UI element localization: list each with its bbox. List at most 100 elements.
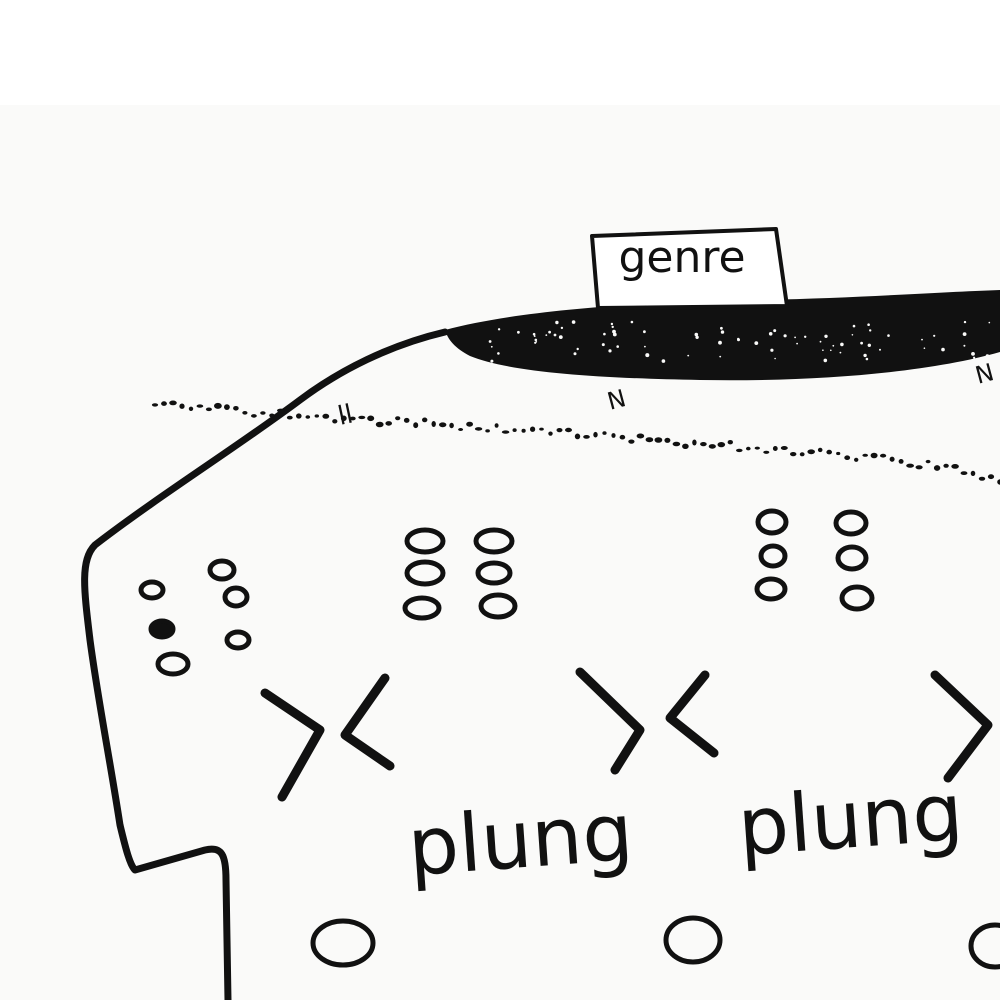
collar-speckle: [867, 343, 871, 347]
stitch-dot: [358, 415, 366, 420]
bottom-circles: [310, 915, 1000, 970]
pattern-circle: [839, 584, 875, 612]
chevron-right-2: [575, 667, 645, 775]
stitch-dot: [169, 400, 177, 406]
stitch-dot: [836, 451, 841, 456]
stitch-dot: [196, 404, 204, 408]
collar-speckle: [962, 332, 967, 336]
collar-speckle: [768, 332, 773, 336]
pattern-circle: [207, 558, 237, 582]
stitch-dot: [987, 474, 995, 480]
stitch-dot: [205, 407, 212, 412]
circle-pattern: [138, 508, 875, 677]
collar-speckle: [490, 359, 494, 363]
stitch-dot: [960, 471, 968, 475]
tick-mark-right: N: [972, 358, 997, 390]
bottom-circle-2: [663, 915, 723, 965]
genre-label: genre: [618, 232, 745, 283]
stitch-dot: [933, 465, 941, 471]
collar-speckle: [630, 320, 634, 324]
stitch-dot: [602, 431, 607, 435]
stitch-dot: [260, 411, 266, 415]
collar-band: [445, 290, 1000, 381]
stitch-dot: [746, 446, 751, 451]
collar-speckle: [645, 353, 650, 358]
stitch-dot: [332, 419, 338, 424]
collar-speckle: [497, 352, 500, 355]
genre-tag: [590, 227, 789, 310]
stitch-dot: [403, 417, 410, 423]
collar-speckle: [804, 335, 807, 338]
collar-speckle: [490, 345, 493, 348]
stitch-dot: [854, 457, 859, 462]
collar-speckle: [971, 352, 975, 356]
stitch-dot: [556, 428, 563, 433]
pattern-circle: [404, 559, 446, 587]
stitch-dot: [672, 441, 681, 447]
stitch-dot: [826, 449, 832, 455]
chevron-right-1: [260, 688, 325, 802]
pattern-circle: [402, 595, 442, 621]
stitch-dot: [889, 456, 895, 462]
stitch-dot: [925, 459, 931, 464]
bottom-circle-3: [968, 922, 1000, 970]
stitch-dot: [682, 443, 689, 449]
stitch-dot: [485, 429, 490, 433]
collar-speckle: [545, 334, 548, 336]
collar-speckle: [548, 330, 551, 334]
stitch-dot: [862, 453, 868, 457]
stitch-dot: [664, 437, 671, 443]
collar-speckle: [555, 320, 559, 325]
stitch-dot: [179, 403, 185, 409]
stitch-dots: [151, 400, 1000, 485]
collar-speckle: [754, 341, 759, 345]
stitch-dot: [269, 413, 275, 418]
stitch-dot: [422, 417, 428, 423]
pattern-circle: [833, 509, 869, 537]
stitch-dot: [943, 463, 949, 468]
stitch-dot: [305, 415, 311, 419]
collar-speckle: [644, 345, 646, 348]
collar-speckle: [611, 325, 614, 329]
collar-speckle: [823, 358, 828, 363]
stitch-dot: [708, 444, 716, 449]
collar-speckle: [612, 329, 616, 334]
stitch-dot: [951, 464, 959, 469]
collar-speckle: [488, 340, 492, 343]
stitch-dot: [474, 427, 483, 431]
collar-speckle: [612, 332, 617, 337]
collar-speckle: [573, 352, 577, 356]
collar-speckle: [852, 324, 856, 328]
collar-speckle: [963, 344, 966, 347]
collar-speckle: [973, 356, 976, 359]
collar-speckle: [720, 326, 723, 330]
stitch-dot: [494, 423, 499, 428]
stitch-dot: [997, 479, 1000, 485]
collar-speckle: [532, 332, 536, 336]
stitch-dot: [844, 455, 851, 461]
stitch-dot: [161, 401, 167, 406]
stitch-dot: [188, 406, 194, 411]
collar-speckle: [497, 328, 501, 331]
tick-mark-middle: N: [604, 384, 629, 416]
collar-speckle: [560, 326, 564, 330]
collar-speckle: [603, 332, 606, 336]
plung-word-2: plung: [735, 765, 966, 873]
stitch-dot: [898, 459, 904, 464]
pattern-circle: [478, 592, 518, 620]
stitch-dot: [654, 437, 663, 443]
stitch-dot: [322, 413, 330, 419]
sweater-outline: [81, 328, 449, 1000]
stitch-dot: [375, 421, 384, 428]
stitch-dot: [296, 413, 302, 419]
collar-speckle: [985, 354, 990, 358]
stitch-dot: [772, 446, 778, 451]
collar-speckle: [553, 333, 557, 337]
stitch-dot: [501, 430, 510, 434]
collar-speckle: [737, 338, 740, 342]
pattern-circle: [155, 651, 191, 677]
collar-speckle: [851, 334, 854, 336]
collar-speckle: [720, 330, 725, 334]
